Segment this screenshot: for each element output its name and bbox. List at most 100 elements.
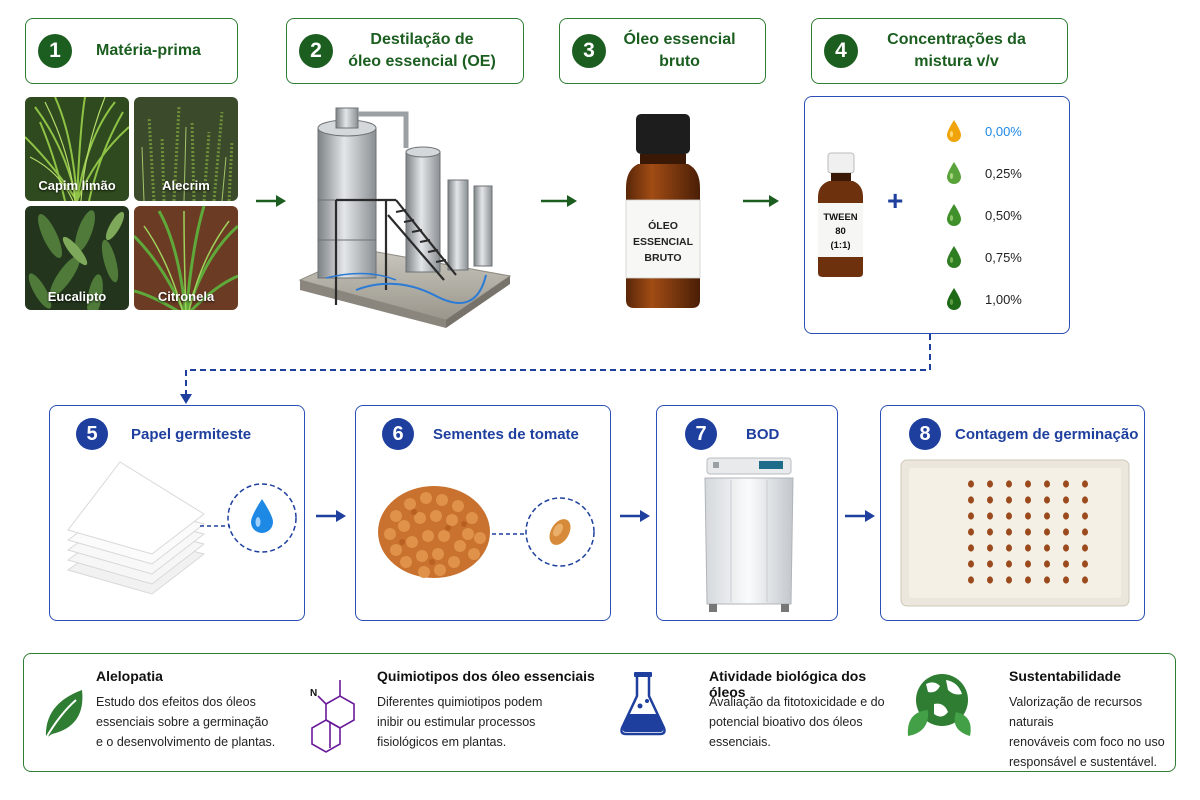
bottle-label-line: ESSENCIAL [633,236,694,248]
tray-seed [1006,480,1012,488]
tray-seed [1025,528,1031,536]
tween-label-line: (1:1) [830,240,850,251]
tray-seed [1044,576,1050,584]
oil-drop-icon [947,204,961,226]
step-title: Concentrações da mistura v/v [858,29,1055,73]
info-text-line: inibir ou estimular processos [377,715,536,729]
concentration-panel: TWEEN 80 (1:1) + 0,00% 0,25% 0,50% 0,75%… [804,96,1070,334]
step-6-panel: 6 Sementes de tomate [355,405,611,621]
concentration-row: 0,25% [945,161,1022,185]
step-title: Contagem de germinação [955,426,1139,443]
tray-seed [987,576,993,584]
tray-seed [968,560,974,568]
oil-drop-icon [947,246,961,268]
tray-seed [968,496,974,504]
info-text-line: Estudo dos efeitos dos óleos [96,695,256,709]
concentration-value: 0,00% [985,123,1022,139]
tray-seed [1063,496,1069,504]
tray-seed [1006,496,1012,504]
tray-seed [1063,576,1069,584]
tomato-seeds-image [378,486,595,578]
tray-seed [1082,496,1088,504]
oil-drop-icon [947,288,961,310]
tray-seed [1063,528,1069,536]
step-7-panel: 7 BOD [656,405,838,621]
info-text-line: Avaliação da fitotoxicidade e do [709,695,885,709]
plant-tile-eucalipto: Eucalipto [25,206,129,310]
step-3-header: 3 Óleo essencial bruto [559,18,766,84]
step-4-header: 4 Concentrações da mistura v/v [811,18,1068,84]
step-title-line: mistura v/v [914,53,999,70]
concentration-row: 0,00% [945,119,1022,143]
info-text-line: essenciais sobre a germinação [96,715,269,729]
plant-tile-citronela: Citronela [134,206,238,310]
step-title-line: óleo essencial (OE) [348,53,496,70]
arrow-right-icon [845,510,875,522]
step-title: Papel germiteste [131,426,252,443]
info-item-atividade: Atividade biológica dos óleos Avaliação … [604,654,904,771]
tray-seed [1082,560,1088,568]
info-item-sustentabilidade: Sustentabilidade Valorização de recursos… [904,654,1176,771]
citronella-image [134,206,238,310]
oil-drop-icon [947,162,961,184]
concentration-row: 0,50% [945,203,1022,227]
tray-seed [987,512,993,520]
arrow-right-icon [316,510,346,522]
tray-seed [1025,512,1031,520]
step-number: 1 [38,34,72,68]
concentration-row: 1,00% [945,287,1022,311]
distillation-apparatus-image [298,107,512,328]
step-number: 3 [572,34,606,68]
tween-label-line: 80 [835,226,846,237]
tray-seed [1082,576,1088,584]
plant-tile-alecrim: Alecrim [134,97,238,201]
step-title-line: Destilação de [370,31,474,48]
step-number: 8 [909,418,941,450]
arrow-right-icon [620,510,650,522]
plus-sign: + [887,185,904,216]
tray-seed [1025,544,1031,552]
oil-drop-icon [947,120,961,142]
info-title: Alelopatia [96,668,163,684]
step-title-line: bruto [659,53,700,70]
step-title: Sementes de tomate [433,426,579,443]
bod-incubator-image [704,457,794,612]
step-title: Destilação de óleo essencial (OE) [333,29,511,73]
tray-seed [1063,560,1069,568]
plant-label: Citronela [157,289,215,304]
bottle-label-line: ÓLEO [648,219,678,232]
flask-icon [620,672,666,736]
info-text: Valorização de recursos naturais renováv… [1009,692,1176,772]
info-text-line: Valorização de recursos naturais [1009,695,1143,729]
step-1-header: 1 Matéria-prima [25,18,238,84]
concentration-value: 0,75% [985,249,1022,265]
info-text-line: Diferentes quimiotipos podem [377,695,543,709]
tray-seed [968,528,974,536]
arrow-right-icon [541,195,577,207]
arrow-right-icon [256,195,286,207]
step-number: 5 [76,418,108,450]
step-title: Matéria-prima [96,42,201,59]
tray-seed [1044,544,1050,552]
info-text-line: essenciais. [709,735,771,749]
info-text: Avaliação da fitotoxicidade e do potenci… [709,692,885,752]
concentration-value: 0,50% [985,207,1022,223]
tray-seed [987,560,993,568]
tray-seed [968,544,974,552]
germination-paper-image [66,461,297,595]
tray-seed [1044,512,1050,520]
info-item-alelopatia: Alelopatia Estudo dos efeitos dos óleos … [24,654,304,771]
step-number: 2 [299,34,333,68]
bottle-label-line: BRUTO [644,252,681,264]
tray-seed [1044,496,1050,504]
step-title: BOD [746,426,780,443]
info-title: Quimiotipos dos óleo essenciais [377,668,595,684]
step-number: 4 [824,34,858,68]
tray-seed [1044,528,1050,536]
step-number: 6 [382,418,414,450]
arrow-right-icon [743,195,779,207]
molecule-atom-label: N [310,688,317,699]
rosemary-image [134,97,238,201]
tray-seed [1025,496,1031,504]
tray-seed [1006,512,1012,520]
